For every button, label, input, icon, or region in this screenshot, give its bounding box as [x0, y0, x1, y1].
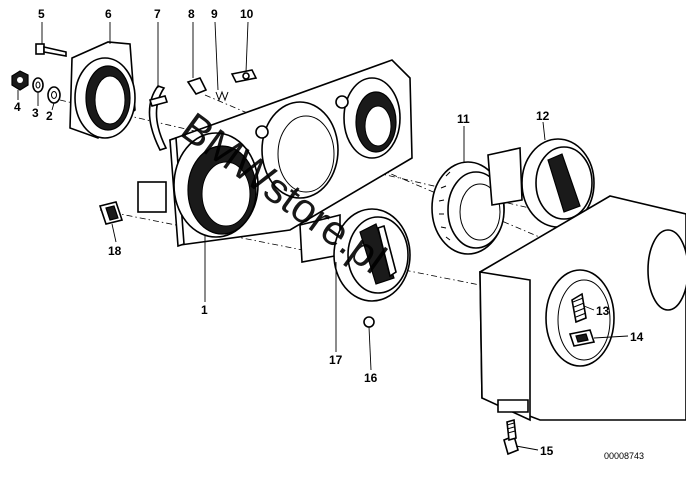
bracket-part-18: [98, 201, 124, 225]
screw-part-13: [571, 292, 587, 324]
bezel-ring-part: [69, 41, 136, 139]
part-label-6: 6: [105, 7, 112, 21]
spring-clip-part-7: [148, 85, 169, 151]
part-label-7: 7: [154, 7, 161, 21]
part-label-15: 15: [540, 444, 554, 458]
washer-part-3: [32, 77, 44, 93]
reference-code: 00008743: [604, 451, 644, 461]
part-label-16: 16: [364, 371, 378, 385]
spring-part-9: [215, 90, 229, 102]
part-label-4: 4: [14, 100, 21, 114]
leader-lines: [17, 21, 629, 451]
ball-part-16: [363, 316, 375, 328]
part-label-17: 17: [329, 353, 343, 367]
screw-part-5: [35, 43, 67, 57]
part-label-1: 1: [201, 303, 208, 317]
clip-part-8: [186, 77, 208, 95]
washer-part-2: [47, 86, 61, 104]
serrated-ring-part-11: [431, 161, 505, 255]
nut-part-4: [11, 70, 29, 91]
part-label-5: 5: [38, 7, 45, 21]
part-label-9: 9: [211, 7, 218, 21]
clip-nut-part-14: [568, 329, 596, 347]
part-label-14: 14: [630, 330, 644, 344]
main-panel-part-1: [137, 59, 413, 248]
part-label-13: 13: [596, 304, 610, 318]
lamp-socket-part-10: [230, 69, 258, 83]
part-label-18: 18: [108, 244, 122, 258]
part-label-10: 10: [240, 7, 254, 21]
rotary-knob-part-17: [299, 208, 411, 302]
part-label-11: 11: [457, 112, 470, 126]
knob-part-12: [487, 138, 595, 228]
screw-part-15: [503, 418, 519, 456]
part-label-2: 2: [46, 109, 53, 123]
part-label-3: 3: [32, 106, 39, 120]
part-label-12: 12: [536, 109, 550, 123]
part-labels: 1 2 3 4 5 6 7 8 9 10 11 12 13 14 15 16 1…: [14, 7, 644, 458]
part-label-8: 8: [188, 7, 195, 21]
